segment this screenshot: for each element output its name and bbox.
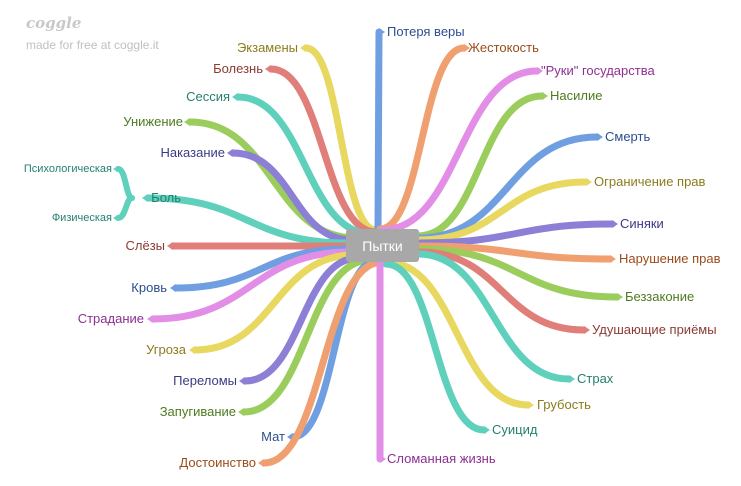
coggle-tagline[interactable]: made for free at coggle.it — [26, 38, 159, 52]
branch-5-arrow-icon — [227, 149, 233, 157]
branch-3-connector — [234, 93, 376, 238]
branch-26-arrow-icon — [528, 401, 534, 409]
sub-branch-2-arrow-icon — [113, 215, 118, 221]
branch-21-label[interactable]: Синяки — [620, 216, 664, 231]
branch-24-arrow-icon — [584, 326, 590, 334]
sub-branch-1-connector — [115, 166, 135, 201]
branch-16-connector — [376, 44, 468, 233]
branch-20-arrow-icon — [586, 178, 592, 186]
branch-11-label[interactable]: Переломы — [173, 373, 237, 388]
branch-16-arrow-icon — [464, 44, 470, 52]
branch-23-label[interactable]: Беззаконие — [625, 289, 695, 304]
branch-4-arrow-icon — [184, 118, 190, 126]
branch-1-arrow-icon — [300, 44, 306, 52]
central-topic[interactable]: Пытки — [346, 229, 419, 262]
branch-15-connector — [374, 28, 383, 233]
branch-9-connector — [149, 248, 354, 323]
branch-1-connector — [302, 44, 380, 234]
sub-branch-2-connector — [115, 195, 135, 221]
branch-12-label[interactable]: Запугивание — [159, 404, 236, 419]
branch-1-label[interactable]: Экзамены — [236, 40, 298, 55]
branch-8-arrow-icon — [170, 284, 176, 292]
branch-7-label[interactable]: Слёзы — [125, 238, 165, 253]
branch-25-label[interactable]: Страх — [577, 371, 614, 386]
branch-5-label[interactable]: Наказание — [160, 145, 225, 160]
branch-22-arrow-icon — [610, 255, 616, 263]
branch-9-arrow-icon — [147, 315, 153, 323]
branch-4-label[interactable]: Унижение — [123, 114, 183, 129]
branch-14-arrow-icon — [258, 459, 264, 467]
branch-19-arrow-icon — [597, 133, 603, 141]
branch-27-label[interactable]: Суицид — [492, 422, 538, 437]
branch-20-label[interactable]: Ограничение прав — [594, 174, 706, 189]
branch-18-connector — [414, 92, 546, 240]
branch-27-arrow-icon — [484, 426, 490, 434]
branch-18-arrow-icon — [542, 92, 548, 100]
branch-24-label[interactable]: Удушающие приёмы — [592, 322, 717, 337]
branch-9-label[interactable]: Страдание — [77, 311, 144, 326]
branch-7-arrow-icon — [167, 242, 173, 250]
branch-8-connector — [172, 245, 352, 292]
sub-branch-1-arrow-icon — [113, 166, 118, 172]
branch-17-arrow-icon — [537, 67, 543, 75]
branch-28-arrow-icon — [380, 455, 386, 463]
branch-6-connector — [144, 194, 352, 247]
branch-27-connector — [382, 260, 488, 434]
branch-14-connector — [260, 258, 386, 467]
branch-14-label[interactable]: Достоинство — [179, 455, 256, 470]
branch-26-connector — [382, 258, 532, 409]
sub-branch-2-label[interactable]: Физическая — [51, 212, 112, 224]
branch-21-arrow-icon — [612, 220, 618, 228]
branch-19-connector — [414, 133, 601, 242]
branch-11-arrow-icon — [239, 377, 245, 385]
branch-5-connector — [229, 149, 356, 244]
branch-22-connector — [416, 242, 614, 263]
branch-17-label[interactable]: "Руки" государства — [541, 63, 655, 78]
branch-10-label[interactable]: Угроза — [146, 342, 186, 357]
branch-15-arrow-icon — [379, 28, 385, 36]
branch-8-label[interactable]: Кровь — [131, 280, 167, 295]
branch-28-label[interactable]: Сломанная жизнь — [387, 451, 496, 466]
branch-15-label[interactable]: Потеря веры — [387, 24, 465, 39]
branch-24-connector — [416, 248, 588, 334]
branch-25-connector — [414, 250, 573, 383]
branch-16-label[interactable]: Жестокость — [468, 40, 539, 55]
branch-22-label[interactable]: Нарушение прав — [619, 251, 721, 266]
sub-branch-1-label[interactable]: Психологическая — [23, 163, 112, 175]
branch-3-arrow-icon — [232, 93, 238, 101]
branch-2-connector — [267, 65, 380, 236]
branch-26-label[interactable]: Грубость — [537, 397, 591, 412]
branch-11-connector — [241, 254, 362, 385]
branch-23-connector — [416, 245, 621, 301]
branch-3-label[interactable]: Сессия — [186, 89, 230, 104]
branch-20-connector — [414, 178, 590, 244]
coggle-logo[interactable]: coggle — [26, 14, 82, 32]
branch-6-arrow-icon — [142, 194, 148, 202]
branch-2-label[interactable]: Болезнь — [213, 61, 263, 76]
branch-23-arrow-icon — [617, 293, 623, 301]
branch-6-label[interactable]: Боль — [151, 190, 181, 205]
branch-2-arrow-icon — [265, 65, 271, 73]
branch-18-label[interactable]: Насилие — [550, 88, 603, 103]
branch-10-connector — [191, 251, 358, 354]
branch-17-connector — [378, 67, 541, 234]
branch-13-label[interactable]: Мат — [261, 429, 285, 444]
branch-12-connector — [240, 256, 374, 416]
branch-21-connector — [416, 220, 616, 247]
branch-19-label[interactable]: Смерть — [605, 129, 651, 144]
branch-10-arrow-icon — [189, 346, 195, 354]
branch-25-arrow-icon — [569, 375, 575, 383]
branch-12-arrow-icon — [238, 408, 244, 416]
